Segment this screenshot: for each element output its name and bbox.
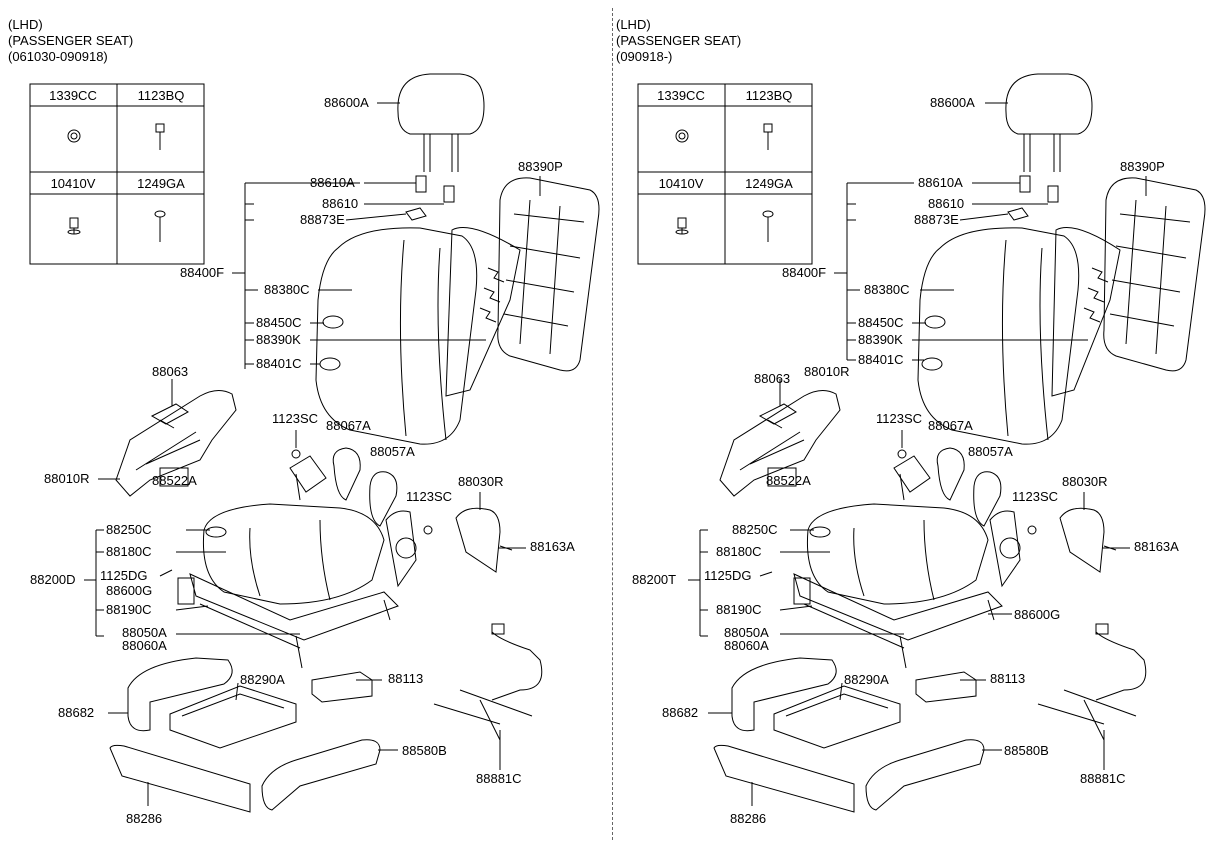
part-label: 1125DG xyxy=(100,568,148,583)
fastener-code: 1123BQ xyxy=(137,88,185,103)
fastener-code: 1249GA xyxy=(137,176,185,191)
part-label: 1123SC xyxy=(272,411,319,426)
part-label: 88250C xyxy=(732,522,778,537)
fastener-code: 1249GA xyxy=(745,176,793,191)
part-label: 88610A xyxy=(918,175,963,190)
part-label: 1125DG xyxy=(704,568,752,583)
part-label: 88180C xyxy=(106,544,152,559)
part-label: 88163A xyxy=(1134,539,1179,554)
part-label: 88250C xyxy=(106,522,152,537)
part-label: 88030R xyxy=(1062,474,1108,489)
header-line: (LHD) xyxy=(8,17,43,32)
part-label: 88401C xyxy=(858,352,904,367)
part-label: 88600A xyxy=(930,95,975,110)
part-label: 88390K xyxy=(858,332,903,347)
part-label: 88190C xyxy=(716,602,762,617)
header-line: (PASSENGER SEAT) xyxy=(8,33,134,48)
part-label: 88881C xyxy=(476,771,522,786)
fastener-code: 1339CC xyxy=(657,88,705,103)
diagram-panel-right: (LHD) (PASSENGER SEAT) (090918-) xyxy=(608,0,1208,848)
fastener-table: 1339CC 1123BQ 10410V 1249GA xyxy=(30,84,204,264)
part-label: 88400F xyxy=(180,265,225,280)
part-label: 88060A xyxy=(724,638,769,653)
panel-header: (LHD) (PASSENGER SEAT) (061030-090918) xyxy=(8,17,133,65)
part-label: 88286 xyxy=(126,811,163,826)
part-label: 88600G xyxy=(106,583,153,598)
diagram-panel-left: (LHD) (PASSENGER SEAT) (061030-090918) xyxy=(0,0,600,848)
header-line: (061030-090918) xyxy=(8,49,108,64)
fastener-code: 10410V xyxy=(658,176,704,191)
header-line: (LHD) xyxy=(616,17,651,32)
part-label: 88390P xyxy=(1120,159,1165,174)
part-label: 88200D xyxy=(30,572,76,587)
part-label: 88060A xyxy=(122,638,167,653)
part-label: 88180C xyxy=(716,544,762,559)
part-label: 88600A xyxy=(324,95,369,110)
part-label: 88113 xyxy=(388,671,424,686)
part-label: 88290A xyxy=(844,672,889,687)
part-label: 88010R xyxy=(804,364,850,379)
part-label: 88113 xyxy=(990,671,1026,686)
part-label: 88067A xyxy=(326,418,371,433)
exploded-view-drawing xyxy=(29,73,600,813)
part-label: 88200T xyxy=(632,572,677,587)
part-label: 88610A xyxy=(310,175,355,190)
part-label: 88380C xyxy=(864,282,910,297)
part-label: 1123SC xyxy=(876,411,923,426)
part-label: 88063 xyxy=(754,371,791,386)
part-label: 88610 xyxy=(928,196,965,211)
part-label: 88580B xyxy=(1004,743,1049,758)
part-label: 88450C xyxy=(256,315,302,330)
part-label: 88881C xyxy=(1080,771,1126,786)
part-label: 1123SC xyxy=(406,489,453,504)
exploded-view-drawing xyxy=(637,73,1206,813)
part-label: 88401C xyxy=(256,356,302,371)
part-label: 88390P xyxy=(518,159,563,174)
part-label: 88522A xyxy=(152,473,197,488)
part-label: 88873E xyxy=(914,212,959,227)
panel-divider xyxy=(612,8,613,840)
part-label: 88682 xyxy=(58,705,95,720)
part-label: 88380C xyxy=(264,282,310,297)
header-line: (090918-) xyxy=(616,49,673,64)
part-label: 88163A xyxy=(530,539,575,554)
panel-header: (LHD) (PASSENGER SEAT) (090918-) xyxy=(616,17,741,65)
part-label: 88600G xyxy=(1014,607,1061,622)
part-label: 88057A xyxy=(370,444,415,459)
fastener-code: 10410V xyxy=(50,176,96,191)
part-label: 88063 xyxy=(152,364,189,379)
part-label: 88522A xyxy=(766,473,811,488)
part-label: 88400F xyxy=(782,265,827,280)
part-label: 88057A xyxy=(968,444,1013,459)
part-label: 88050A xyxy=(122,625,167,640)
part-label: 88450C xyxy=(858,315,904,330)
part-label: 88030R xyxy=(458,474,504,489)
part-label: 88010R xyxy=(44,471,90,486)
part-label: 88610 xyxy=(322,196,359,211)
part-label: 88286 xyxy=(730,811,767,826)
part-label: 88873E xyxy=(300,212,345,227)
fastener-code: 1339CC xyxy=(49,88,97,103)
part-label: 88390K xyxy=(256,332,301,347)
fastener-code: 1123BQ xyxy=(745,88,793,103)
part-label: 88580B xyxy=(402,743,447,758)
part-label: 88682 xyxy=(662,705,699,720)
header-line: (PASSENGER SEAT) xyxy=(616,33,742,48)
fastener-table: 1339CC 1123BQ 10410V 1249GA xyxy=(638,84,812,264)
part-label: 88067A xyxy=(928,418,973,433)
part-label: 88290A xyxy=(240,672,285,687)
part-label: 88190C xyxy=(106,602,152,617)
part-label: 1123SC xyxy=(1012,489,1059,504)
part-label: 88050A xyxy=(724,625,769,640)
